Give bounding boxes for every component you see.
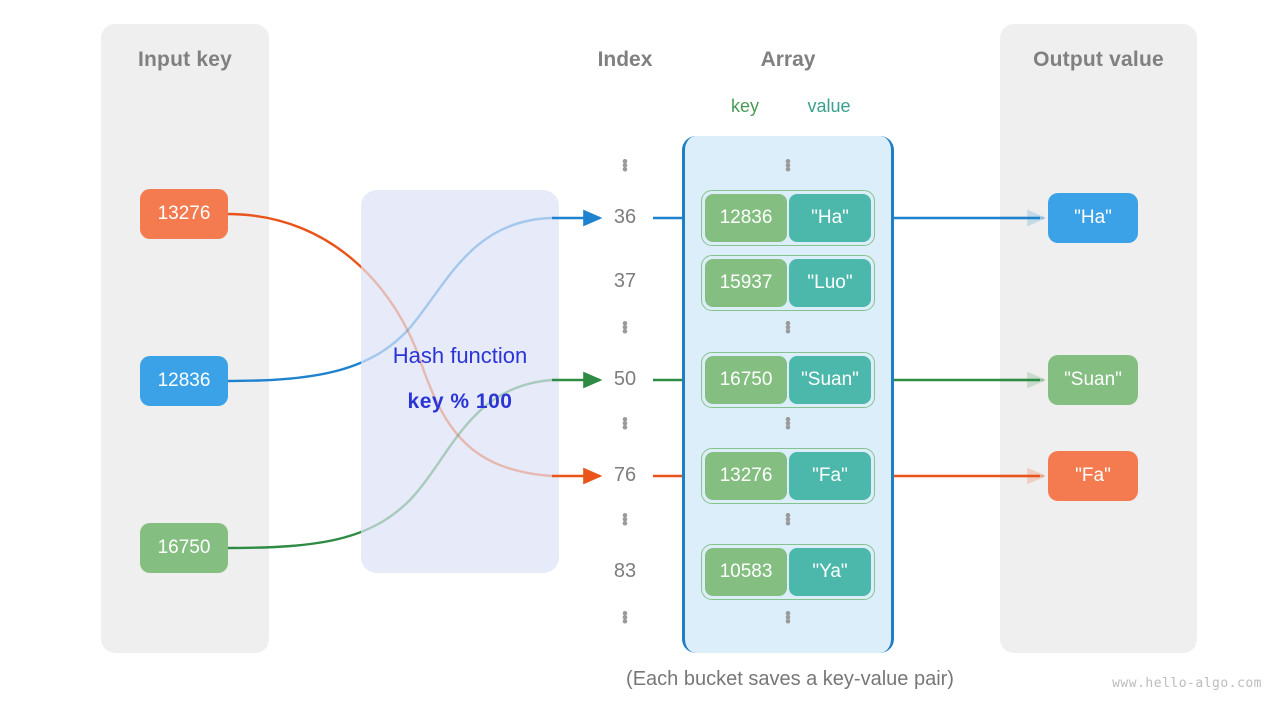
- bucket-key: 10583: [705, 548, 787, 596]
- output-value-chip[interactable]: "Suan": [1048, 355, 1138, 405]
- index-label: 37: [613, 270, 637, 292]
- output-value-panel-title: Output value: [1033, 48, 1164, 71]
- index-column-header: Index: [597, 48, 653, 71]
- bucket-value: "Ha": [789, 194, 871, 242]
- bucket-value: "Fa": [789, 452, 871, 500]
- bucket-value: "Luo": [789, 259, 871, 307]
- index-ellipsis: •••: [622, 410, 628, 437]
- input-key-label: 12836: [157, 370, 211, 391]
- input-key-label: 13276: [157, 203, 211, 224]
- bucket[interactable]: 16750 "Suan": [701, 352, 875, 408]
- output-value-chip[interactable]: "Ha": [1048, 193, 1138, 243]
- bucket-key: 15937: [705, 259, 787, 307]
- bucket-key: 13276: [705, 452, 787, 500]
- array-ellipsis: •••: [785, 604, 791, 631]
- output-value-label: "Fa": [1075, 465, 1111, 486]
- bucket[interactable]: 15937 "Luo": [701, 255, 875, 311]
- bucket[interactable]: 13276 "Fa": [701, 448, 875, 504]
- array-ellipsis: •••: [785, 506, 791, 533]
- hash-function-formula: key % 100: [407, 390, 513, 413]
- key-sub-header: key: [730, 96, 759, 116]
- output-value-chip[interactable]: "Fa": [1048, 451, 1138, 501]
- index-label: 36: [613, 206, 637, 228]
- output-value-panel: Output value: [1000, 24, 1197, 653]
- value-sub-header: value: [807, 96, 851, 116]
- input-key-chip[interactable]: 13276: [140, 189, 228, 239]
- output-value-label: "Suan": [1064, 369, 1122, 390]
- index-label: 50: [613, 368, 637, 390]
- hash-function-box: [361, 190, 559, 573]
- input-key-panel-title: Input key: [138, 48, 232, 71]
- diagram-caption: (Each bucket saves a key-value pair): [626, 668, 954, 690]
- index-label: 76: [613, 464, 637, 486]
- index-ellipsis: •••: [622, 506, 628, 533]
- bucket[interactable]: 12836 "Ha": [701, 190, 875, 246]
- index-ellipsis: •••: [622, 314, 628, 341]
- bucket[interactable]: 10583 "Ya": [701, 544, 875, 600]
- bucket-value: "Suan": [789, 356, 871, 404]
- array-column-header: Array: [760, 48, 816, 71]
- input-key-label: 16750: [157, 537, 211, 558]
- array-ellipsis: •••: [785, 314, 791, 341]
- bucket-value: "Ya": [789, 548, 871, 596]
- hash-function-label: Hash function: [392, 343, 528, 368]
- output-value-label: "Ha": [1074, 207, 1112, 228]
- input-key-chip[interactable]: 12836: [140, 356, 228, 406]
- input-key-chip[interactable]: 16750: [140, 523, 228, 573]
- index-ellipsis: •••: [622, 152, 628, 179]
- array-ellipsis: •••: [785, 410, 791, 437]
- array-ellipsis: •••: [785, 152, 791, 179]
- bucket-key: 12836: [705, 194, 787, 242]
- watermark: www.hello-algo.com: [1112, 676, 1262, 691]
- index-label: 83: [613, 560, 637, 582]
- bucket-key: 16750: [705, 356, 787, 404]
- index-ellipsis: •••: [622, 604, 628, 631]
